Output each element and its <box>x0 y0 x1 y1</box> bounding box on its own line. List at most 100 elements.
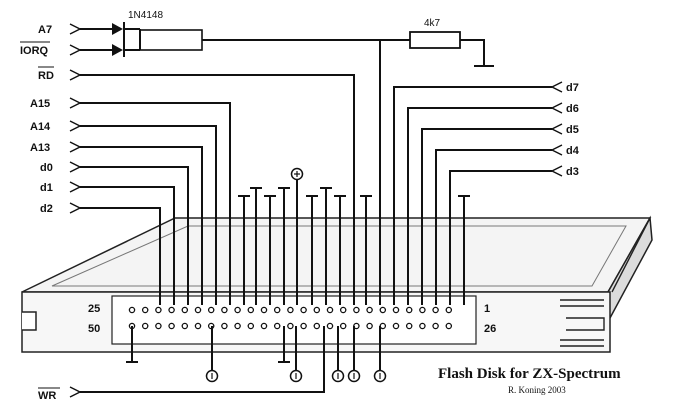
signal-d2-label: d2 <box>40 203 53 215</box>
connector-pin-bottom <box>300 322 307 330</box>
connector-pin-top <box>287 306 294 314</box>
bidir-arrow-d3 <box>550 165 563 177</box>
connector-pin-bottom <box>326 322 334 330</box>
connector-pin-top <box>445 306 453 314</box>
resistor-4k7 <box>409 31 461 49</box>
input-arrow-iorq <box>69 44 82 56</box>
wire-resistor-vcc <box>460 39 485 66</box>
diode-body-box <box>139 29 203 51</box>
connector-pin-bottom <box>260 322 268 330</box>
connector-pin-top <box>366 306 373 314</box>
signal-d5-label: d5 <box>566 124 579 136</box>
ground-symbol-3 <box>331 369 345 383</box>
bidir-arrow-d4 <box>550 144 563 156</box>
left-signal-labels: A7 IORQ RD A15 A14 A13 d0 d1 d2 WR <box>20 23 82 401</box>
connector-pins-top-row <box>128 306 453 314</box>
signal-d6-label: d6 <box>566 103 579 115</box>
connector-pin-top <box>128 306 136 314</box>
connector-pin-bottom <box>313 322 321 330</box>
connector-pin-top <box>141 306 149 314</box>
wire-d1 <box>80 186 175 305</box>
wire-d6 <box>407 107 552 305</box>
top-stubs <box>238 180 470 305</box>
connector-pin-top <box>313 306 321 314</box>
wire-a15 <box>80 102 231 305</box>
ground-symbol-2 <box>289 369 303 383</box>
connector-pin-top <box>419 306 426 314</box>
bidir-arrow-d7 <box>550 81 563 93</box>
connector-pin-bottom <box>141 322 149 330</box>
connector-pin-top <box>273 306 281 314</box>
connector-pin-top <box>353 306 360 314</box>
connector-pin-top <box>326 306 334 314</box>
connector-pins-bottom-row <box>128 322 453 330</box>
input-arrow-d1 <box>69 181 82 193</box>
wire-d7 <box>393 86 552 305</box>
diode-1n4148-a7 <box>112 22 125 36</box>
connector-pin-bottom <box>168 322 175 330</box>
wire-diode-join <box>123 28 141 51</box>
signal-wires <box>80 28 552 393</box>
connector-pin-top <box>432 306 439 314</box>
input-arrow-wr <box>69 386 82 398</box>
connector-pin-top <box>339 306 347 314</box>
connector-pin-top <box>155 306 162 314</box>
connector-pin-top <box>247 306 255 314</box>
wire-d0 <box>80 166 189 305</box>
signal-d3-label: d3 <box>566 166 579 178</box>
pin-26-label: 26 <box>484 323 496 335</box>
diagram-credit: R. Koning 2003 <box>508 385 566 395</box>
pin-50-label: 50 <box>88 323 100 335</box>
signal-d7-label: d7 <box>566 82 579 94</box>
ground-symbol-5 <box>373 369 387 383</box>
wire-d2 <box>80 207 161 305</box>
connector-pin-bottom <box>405 322 413 330</box>
wire-a13 <box>80 146 203 305</box>
signal-a14-label: A14 <box>30 121 51 133</box>
diode-label: 1N4148 <box>128 10 163 21</box>
diode-1n4148-iorq <box>112 43 125 57</box>
connector-pin-bottom <box>181 322 189 330</box>
connector-pin-bottom <box>234 322 241 330</box>
signal-a13-label: A13 <box>30 142 50 154</box>
connector-pin-top <box>207 306 215 314</box>
right-signal-labels: d7 d6 d5 d4 d3 <box>550 81 580 178</box>
input-arrow-d2 <box>69 202 82 214</box>
connector-pin-top <box>260 306 268 314</box>
connector-pin-bottom <box>339 322 347 330</box>
connector-pin-bottom <box>419 322 426 330</box>
input-arrow-a14 <box>69 120 82 132</box>
signal-d1-label: d1 <box>40 182 53 194</box>
flash-disk-module <box>21 215 653 353</box>
bottom-stubs <box>126 326 381 370</box>
connector-pin-top <box>168 306 175 314</box>
connector-pin-bottom <box>247 322 255 330</box>
signal-d0-label: d0 <box>40 162 53 174</box>
input-arrow-a15 <box>69 97 82 109</box>
module-top-surface <box>21 217 652 293</box>
connector-pin-top <box>181 306 189 314</box>
connector-pin-top <box>379 306 387 314</box>
connector-pin-bottom <box>432 322 439 330</box>
connector-pin-bottom <box>194 322 202 330</box>
connector-pin-bottom <box>392 322 400 330</box>
connector-pin-bottom <box>273 322 281 330</box>
vcc-symbol-top <box>290 167 304 181</box>
ground-symbol-1 <box>205 369 219 383</box>
signal-wr-label: WR <box>38 390 56 401</box>
connector-block <box>111 295 477 345</box>
connector-pin-bottom <box>445 322 453 330</box>
wire-wr <box>80 326 325 393</box>
wire-d3 <box>449 170 552 305</box>
connector-pin-bottom <box>155 322 162 330</box>
signal-rd-label: RD <box>38 70 54 82</box>
connector-pin-top <box>234 306 241 314</box>
module-right-grooves <box>560 217 651 347</box>
pin-1-label: 1 <box>484 303 490 315</box>
connector-pin-top <box>392 306 400 314</box>
wire-rd <box>80 74 355 305</box>
ground-symbol-4 <box>347 369 361 383</box>
wire-a14 <box>80 125 217 305</box>
resistor-label: 4k7 <box>424 18 441 29</box>
